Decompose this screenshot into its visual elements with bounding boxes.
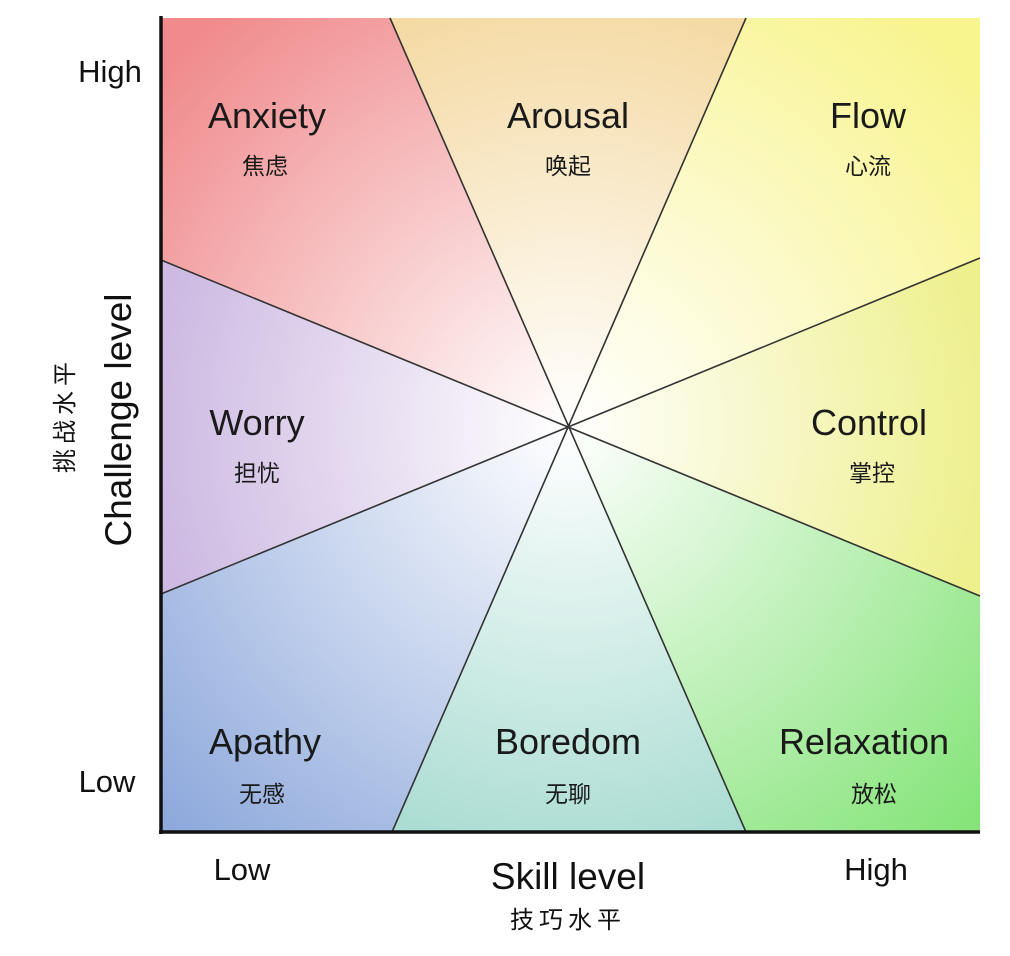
zone-label-zh-worry: 担忧 — [234, 461, 280, 487]
y-axis-title: Challenge level — [98, 293, 139, 546]
zone-control — [568, 258, 980, 596]
zone-label-zh-apathy: 无感 — [239, 782, 285, 808]
separator-line — [391, 17, 747, 833]
zone-label-control: Control — [811, 402, 927, 443]
zone-worry — [161, 260, 568, 594]
x-axis-title-zh: 技巧水平 — [510, 906, 626, 934]
y-axis-high-label: High — [78, 54, 142, 89]
zone-label-arousal: Arousal — [507, 95, 629, 136]
zone-label-anxiety: Anxiety — [208, 95, 326, 136]
zone-anxiety — [161, 18, 568, 427]
separator-line — [160, 259, 981, 597]
zone-label-zh-anxiety: 焦虑 — [242, 154, 288, 180]
separator-line — [389, 17, 747, 833]
zone-label-apathy: Apathy — [209, 721, 321, 762]
zone-label-zh-relaxation: 放松 — [851, 782, 897, 808]
x-axis-low-label: Low — [214, 852, 271, 887]
zone-label-zh-arousal: 唤起 — [545, 154, 591, 180]
zone-label-zh-boredom: 无聊 — [545, 782, 591, 808]
zone-label-zh-control: 掌控 — [849, 461, 895, 487]
zone-label-flow: Flow — [830, 95, 907, 136]
zone-label-boredom: Boredom — [495, 721, 641, 762]
zone-label-relaxation: Relaxation — [779, 721, 949, 762]
x-axis-high-label: High — [844, 852, 908, 887]
zone-relaxation — [568, 427, 980, 832]
x-axis-title: Skill level — [491, 856, 645, 897]
zone-boredom — [392, 427, 746, 832]
y-axis-low-label: Low — [79, 764, 136, 799]
zone-apathy — [161, 427, 568, 832]
zone-label-worry: Worry — [209, 402, 304, 443]
zone-flow — [568, 18, 980, 427]
y-axis-title-zh: 挑战水平 — [51, 357, 79, 473]
separator-line — [160, 257, 981, 595]
zone-arousal — [390, 18, 746, 427]
zone-label-zh-flow: 心流 — [845, 154, 891, 180]
